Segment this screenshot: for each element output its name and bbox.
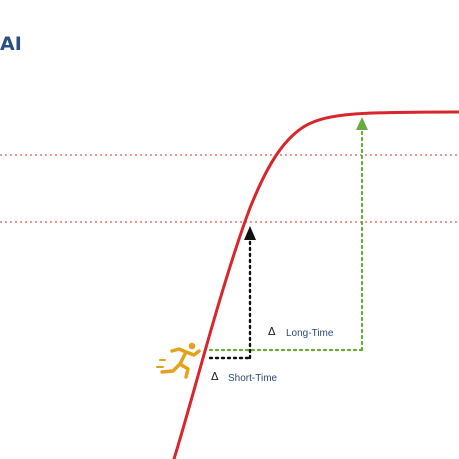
short-time-label: Short-Time <box>228 373 278 384</box>
running-person-icon <box>156 342 201 379</box>
short-time-arrowhead <box>244 226 256 240</box>
short-time-delta: Δ <box>211 370 219 383</box>
page-title: AI <box>0 33 22 55</box>
long-time-arrowhead <box>356 117 368 130</box>
s-curve <box>172 110 459 459</box>
long-time-delta: Δ <box>268 325 276 338</box>
long-time-label: Long-Time <box>286 328 334 339</box>
